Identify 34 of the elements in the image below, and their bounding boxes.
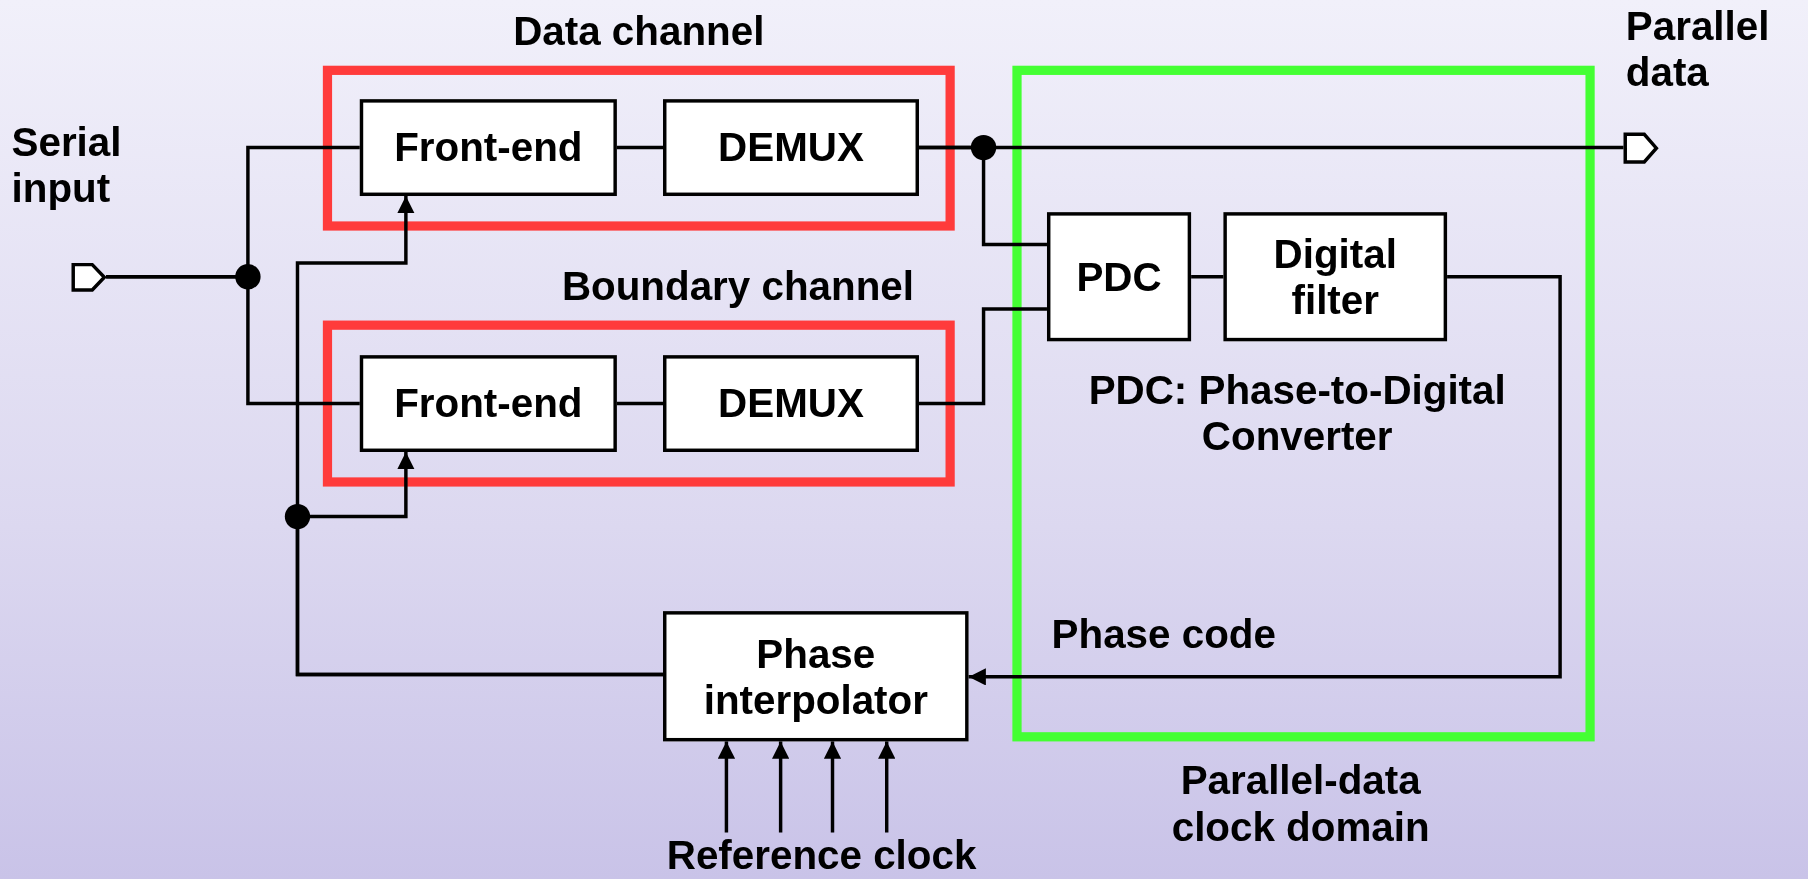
group-title: Data channel: [512, 8, 766, 55]
port-label: Parallel data: [1625, 3, 1771, 96]
connector-line: [106, 275, 360, 406]
connector-line: [1191, 275, 1224, 279]
group-title: Boundary channel: [560, 262, 915, 309]
process-block: [663, 611, 969, 742]
block-label: Front-end: [394, 124, 583, 171]
block-label: DEMUX: [718, 124, 864, 171]
process-block: [1047, 212, 1192, 342]
group-title: Parallel-data clock domain: [1170, 757, 1431, 850]
block-label: Digital filter: [1272, 230, 1398, 323]
note-text: PDC: Phase-to-Digital Converter: [1087, 366, 1507, 459]
process-block: [663, 99, 919, 196]
block-label: Phase interpolator: [702, 630, 929, 723]
connector-line: [616, 145, 663, 150]
connector-line: [616, 401, 663, 406]
arrow: [878, 741, 896, 833]
process-block: [1223, 212, 1448, 342]
block-label: DEMUX: [718, 380, 864, 427]
port-label: Serial input: [11, 118, 123, 211]
block-label: Front-end: [394, 380, 583, 427]
edge-label: Phase code: [1051, 611, 1276, 658]
arrow: [823, 741, 842, 833]
process-block: [663, 355, 919, 452]
process-block: [359, 99, 617, 196]
arrow: [771, 741, 790, 833]
connector-line: [919, 307, 1047, 406]
block-label: PDC: [1076, 253, 1162, 300]
arrow: [717, 741, 736, 833]
arrow: [295, 452, 663, 677]
clock-label: Reference clock: [666, 832, 977, 878]
arrow: [968, 275, 1562, 686]
connector-line: [919, 145, 1047, 247]
process-block: [359, 355, 617, 452]
